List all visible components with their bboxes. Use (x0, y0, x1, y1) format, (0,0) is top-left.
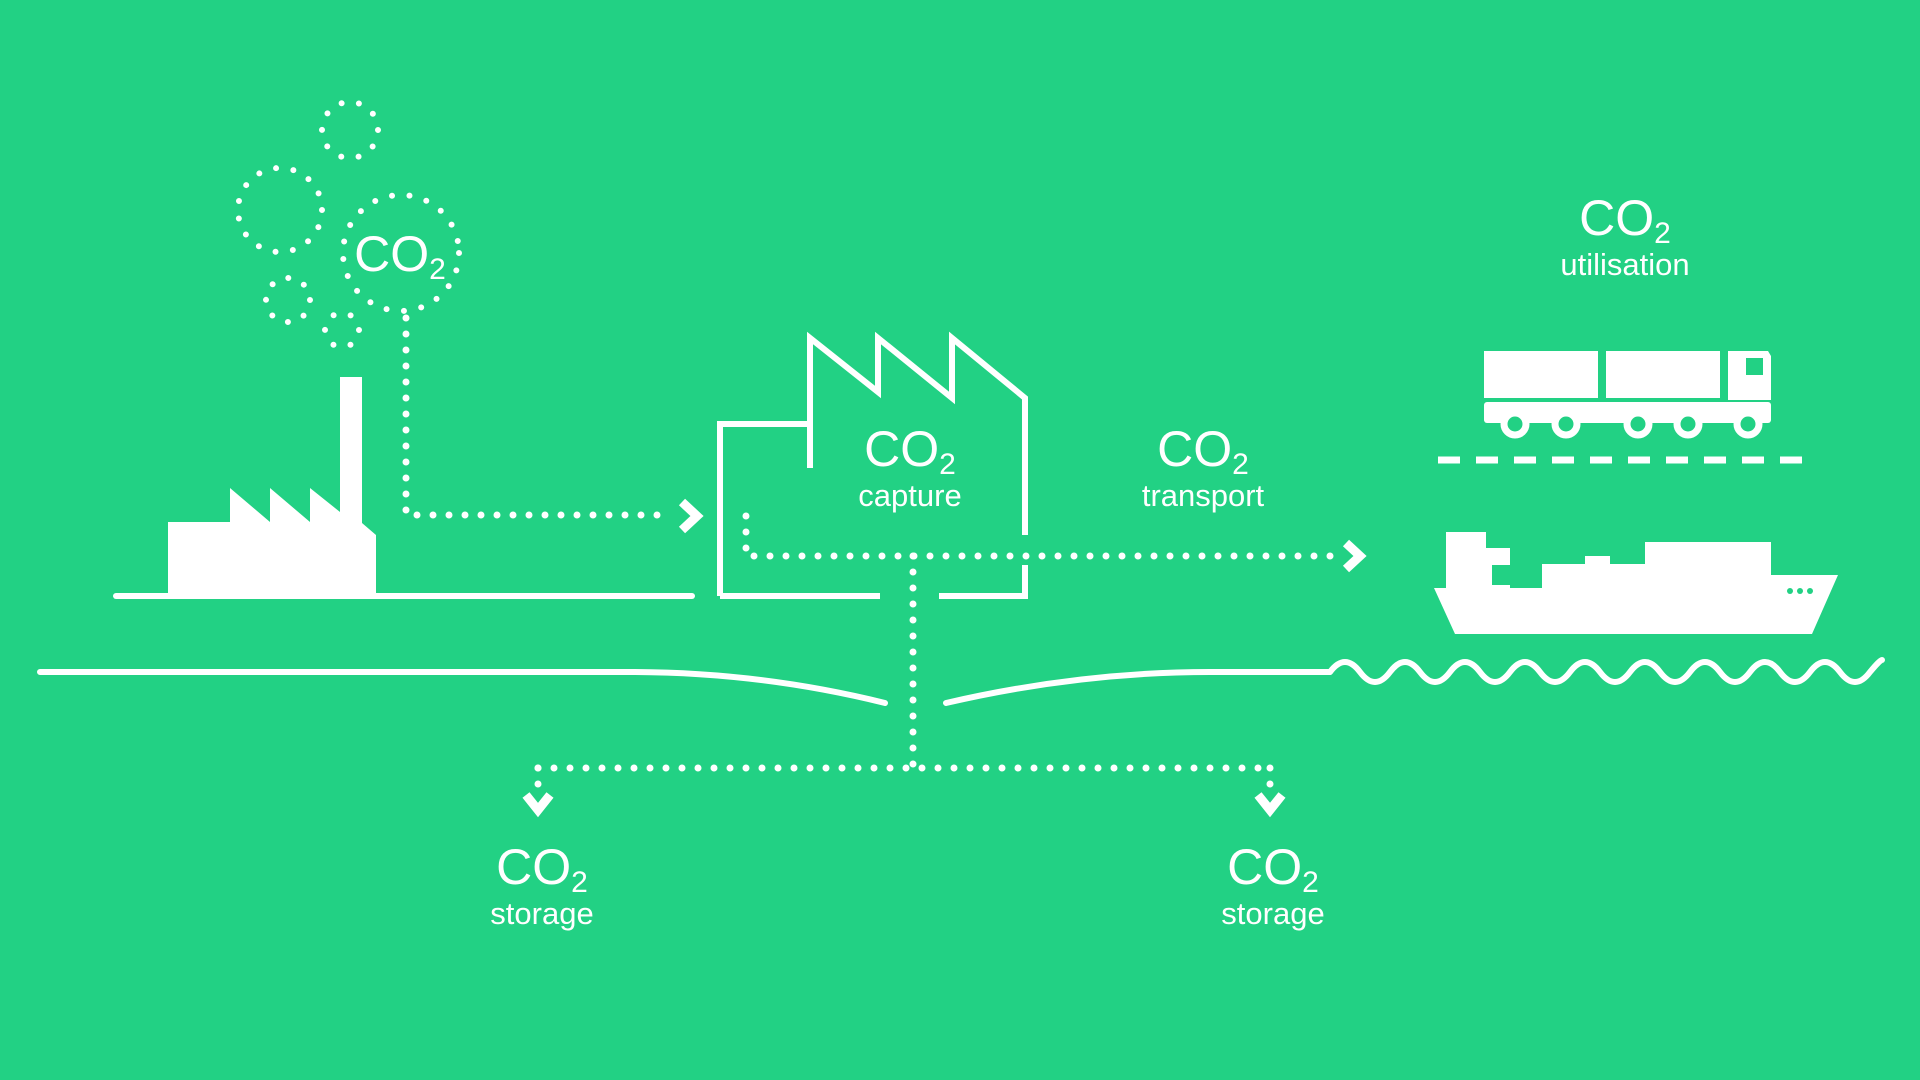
co2-subscript: 2 (1654, 217, 1671, 250)
co2-subscript: 2 (1302, 866, 1319, 899)
co2-subscript: 2 (1232, 448, 1249, 481)
co2-main: CO (1157, 421, 1233, 477)
caption-storage: storage (490, 896, 594, 931)
caption-storage: storage (1221, 896, 1325, 931)
waves-icon (1327, 657, 1885, 685)
co2-formula: CO2 (490, 839, 593, 898)
smoke-bubbles-icon (235, 99, 462, 350)
capture-plant-icon (717, 331, 1028, 599)
co2-subscript: 2 (429, 253, 446, 286)
smoke-bubble (322, 310, 362, 350)
caption-utilisation: utilisation (1560, 247, 1690, 282)
label-co2-transport: CO2 transport (1142, 424, 1264, 511)
smoke-bubble (263, 275, 313, 325)
co2-main: CO (1227, 839, 1303, 895)
label-co2-storage-right: CO2 storage (1221, 842, 1324, 929)
co2-main: CO (1579, 190, 1655, 246)
caption-capture: capture (858, 478, 962, 513)
smoke-bubble (319, 99, 381, 161)
label-co2-utilisation: CO2 utilisation (1560, 193, 1689, 280)
flow-emission-to-capture (402, 314, 676, 519)
smoke-bubble (235, 165, 325, 255)
flow-capture-to-transport (742, 512, 1342, 560)
land-surface-left (37, 669, 888, 706)
arrow-chevron-icon (1342, 539, 1367, 573)
co2-main: CO (354, 226, 430, 282)
label-co2-storage-left: CO2 storage (490, 842, 593, 929)
co2-main: CO (864, 421, 940, 477)
label-co2-emission: CO2 (354, 226, 446, 285)
ship-icon (1434, 532, 1838, 634)
co2-subscript: 2 (571, 866, 588, 899)
co2-formula: CO2 (858, 421, 961, 480)
co2-subscript: 2 (939, 448, 956, 481)
arrow-down-icon (522, 792, 554, 818)
arrow-down-icon (1254, 792, 1286, 818)
co2-main: CO (496, 839, 572, 895)
co2-formula: CO2 (1221, 839, 1324, 898)
co2-formula: CO2 (354, 226, 446, 285)
co2-formula: CO2 (1142, 421, 1264, 480)
land-surface-right (943, 669, 1333, 706)
label-co2-capture: CO2 capture (858, 424, 961, 511)
smoke-bubble (340, 192, 462, 314)
co2-formula: CO2 (1560, 190, 1689, 249)
factory-icon (168, 377, 376, 598)
arrow-chevron-icon (678, 498, 704, 534)
truck-icon (1484, 351, 1771, 439)
caption-transport: transport (1141, 478, 1265, 513)
